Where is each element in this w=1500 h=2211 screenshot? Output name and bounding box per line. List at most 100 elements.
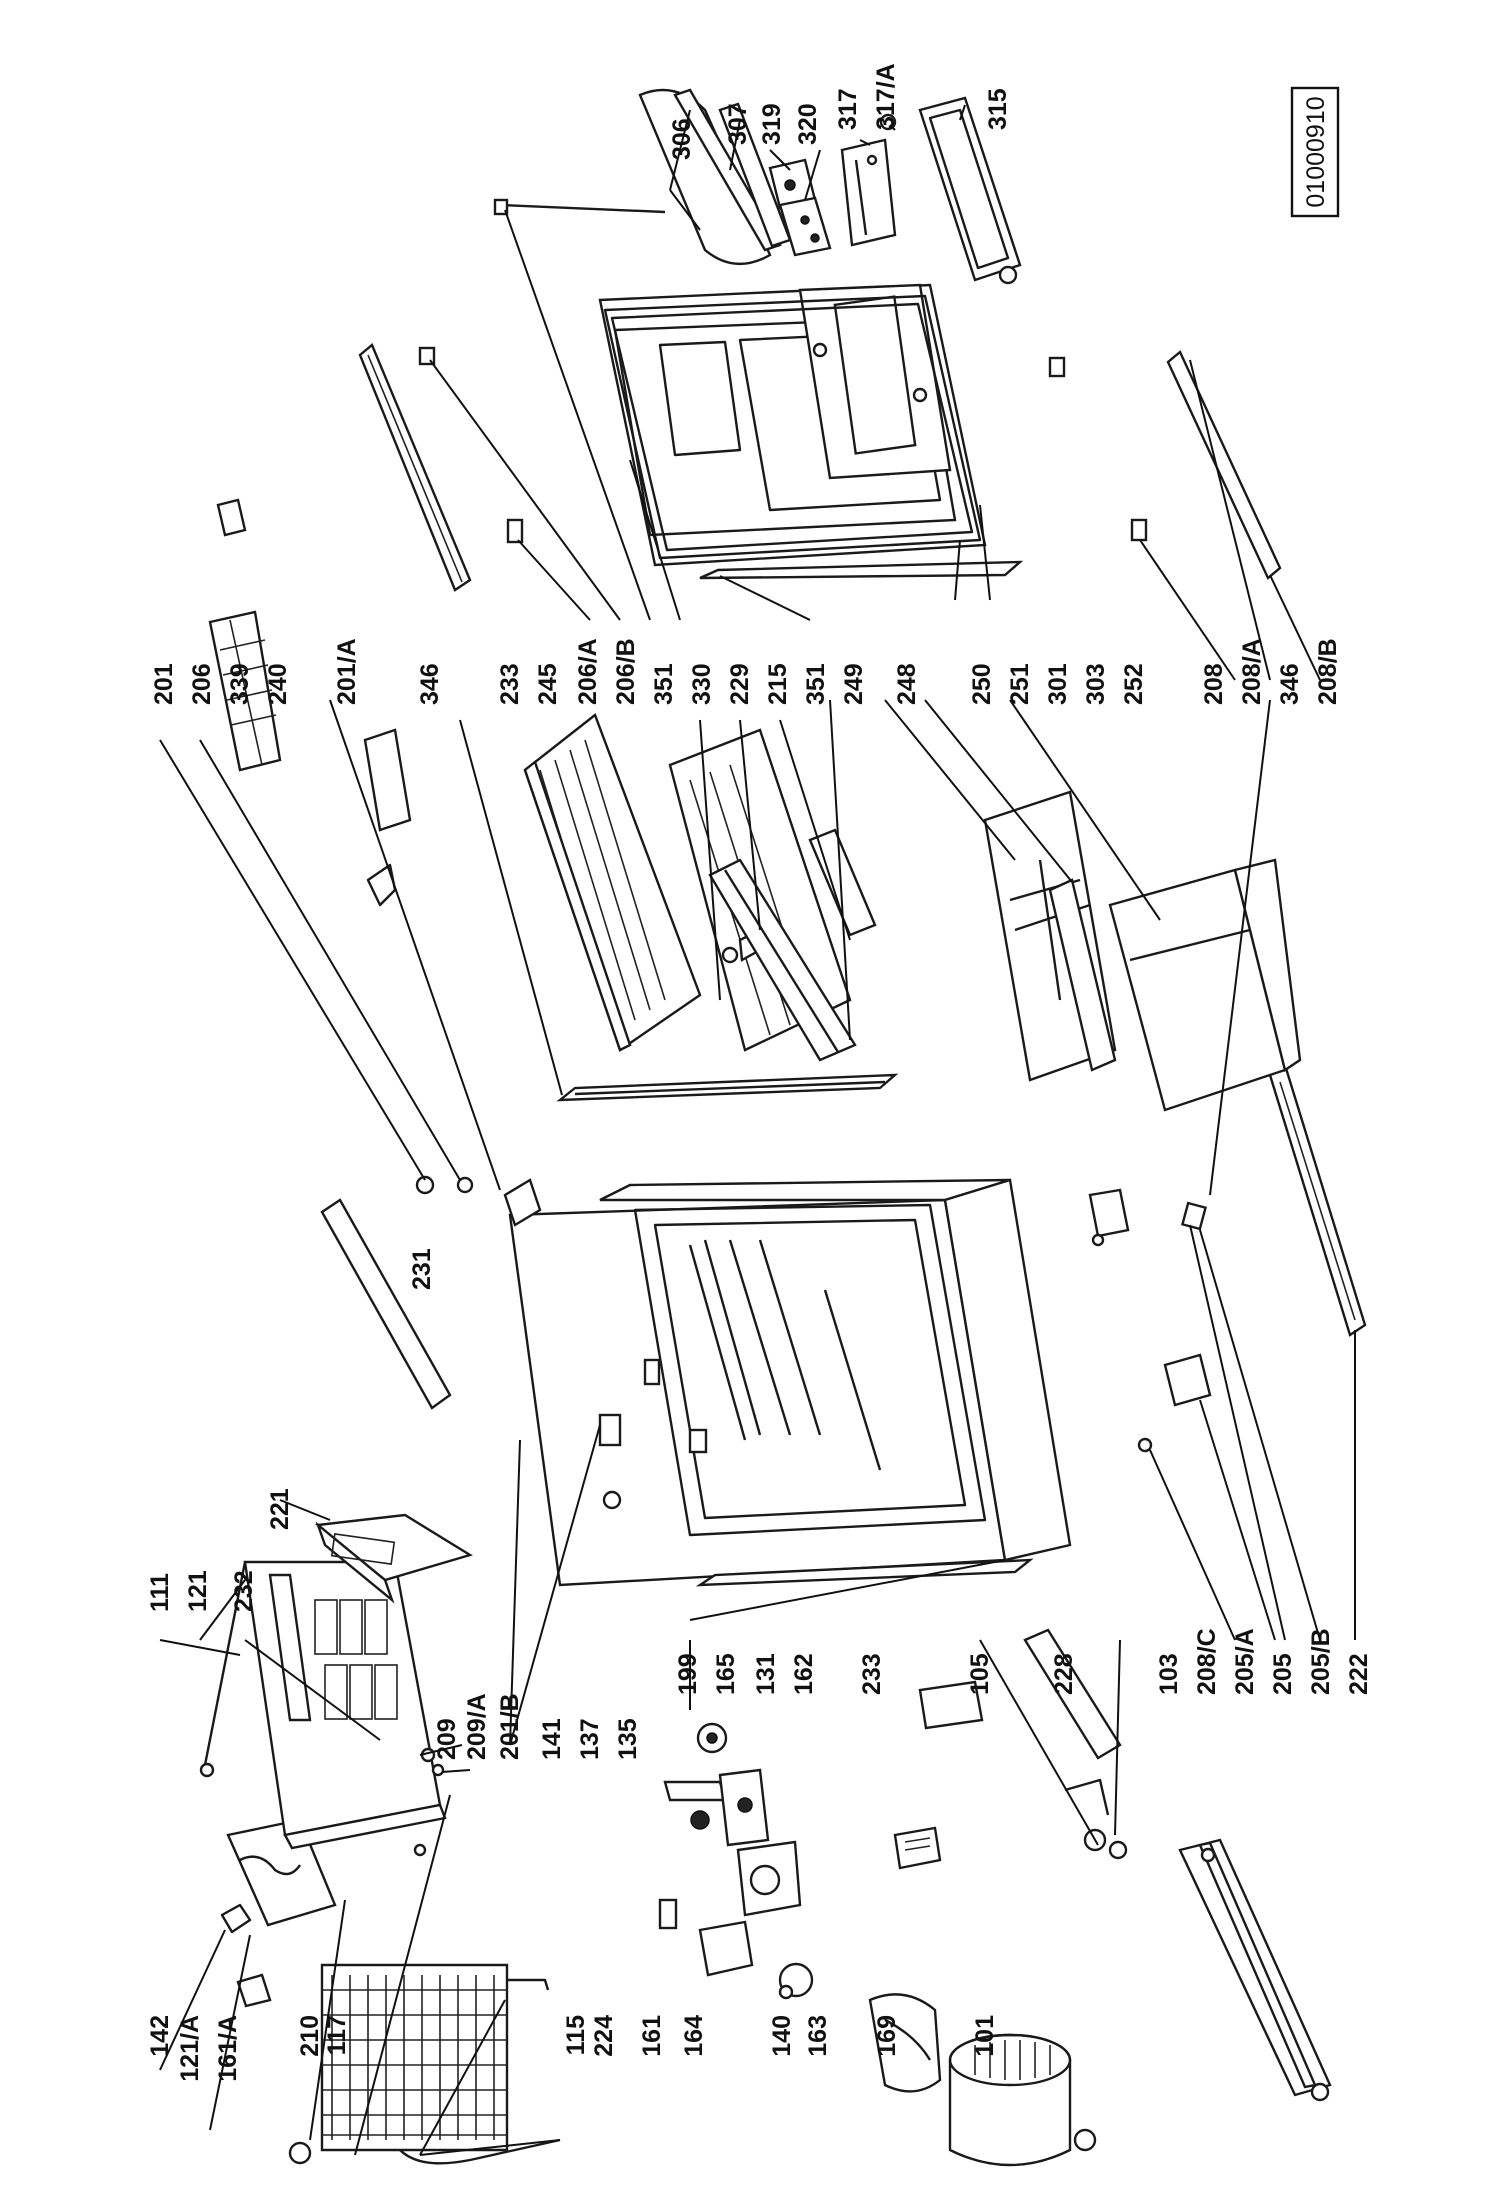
label-319: 319 xyxy=(758,103,786,145)
crisper-drawer-252 xyxy=(1108,858,1302,1112)
base-rail xyxy=(1178,1838,1332,2102)
label-240: 240 xyxy=(264,663,292,705)
tray-317 xyxy=(840,138,897,247)
knob-165 xyxy=(696,1722,728,1754)
label-215: 215 xyxy=(764,663,792,705)
label-245: 245 xyxy=(534,663,562,705)
bracket-161a xyxy=(236,1973,272,2008)
label-233-lower: 233 xyxy=(858,1653,886,1695)
label-208b: 208/B xyxy=(1314,638,1342,705)
label-141: 141 xyxy=(538,1718,566,1760)
bar-346-top xyxy=(358,343,472,592)
condenser-coil xyxy=(320,1963,561,2165)
bar-346-bottom xyxy=(1166,350,1282,580)
label-111: 111 xyxy=(146,1573,174,1612)
label-306: 306 xyxy=(668,118,696,160)
label-115: 115 xyxy=(562,2015,590,2055)
label-208: 208 xyxy=(1200,663,1228,705)
label-165: 165 xyxy=(712,1653,740,1695)
freezer-flap xyxy=(315,1513,473,1604)
label-330: 330 xyxy=(688,663,716,705)
label-208a: 208/A xyxy=(1238,638,1266,705)
hinge-pin-208 xyxy=(1048,356,1148,542)
label-135: 135 xyxy=(614,1718,642,1760)
label-346-lower: 346 xyxy=(1276,663,1304,705)
label-169: 169 xyxy=(873,2015,901,2057)
label-201: 201 xyxy=(150,663,178,705)
label-351-lower: 351 xyxy=(802,663,830,705)
label-131: 131 xyxy=(752,1653,780,1695)
label-121: 121 xyxy=(184,1570,212,1612)
label-164: 164 xyxy=(680,2015,708,2057)
cabinet-body-199 xyxy=(508,1178,1072,1587)
label-121a: 121/A xyxy=(176,2015,204,2082)
label-199: 199 xyxy=(674,1653,702,1695)
drawing-reference-number: 01000910 xyxy=(1302,96,1330,207)
door-gasket-301 xyxy=(603,294,982,560)
label-201a: 201/A xyxy=(333,638,361,705)
label-229: 229 xyxy=(726,663,754,705)
hinge-pin-206a xyxy=(506,518,524,544)
label-317a: 317/A xyxy=(872,63,900,130)
bar-231 xyxy=(320,1198,452,1410)
label-221: 221 xyxy=(266,1488,294,1530)
fan-cover-169 xyxy=(868,1993,942,2093)
switch-141 xyxy=(658,1898,678,1930)
screw-317a xyxy=(866,113,897,166)
label-206a: 206/A xyxy=(574,638,602,705)
bar-228 xyxy=(1023,1628,1122,1760)
housing-162 xyxy=(736,1840,802,1917)
door-bar-351-top xyxy=(493,198,666,216)
label-142: 142 xyxy=(146,2015,174,2057)
butter-lid-306 xyxy=(638,88,782,266)
label-224: 224 xyxy=(590,2015,618,2057)
label-346-upper: 346 xyxy=(416,663,444,705)
compressor-101 xyxy=(948,2033,1097,2167)
back-panel-plate xyxy=(226,1818,337,1927)
bar-222 xyxy=(1268,1063,1367,1337)
label-206b: 206/B xyxy=(612,638,640,705)
label-117: 117 xyxy=(323,2015,351,2055)
socket-164 xyxy=(698,1920,754,1977)
label-320: 320 xyxy=(794,103,822,145)
label-252: 252 xyxy=(1120,663,1148,705)
bracket-105 xyxy=(893,1680,1128,1870)
evaporator-box xyxy=(199,1560,447,1850)
hinge-201 xyxy=(366,863,542,1227)
label-351-upper: 351 xyxy=(650,663,678,705)
label-251: 251 xyxy=(1006,663,1034,705)
label-339: 339 xyxy=(226,663,254,705)
label-205a: 205/A xyxy=(1231,1628,1259,1695)
label-250: 250 xyxy=(968,663,996,705)
shelf-frame-248 xyxy=(708,828,877,1062)
label-233-upper: 233 xyxy=(496,663,524,705)
label-248: 248 xyxy=(893,663,921,705)
label-161a: 161/A xyxy=(214,2015,242,2082)
plug-210 xyxy=(288,2141,312,2165)
relay-131 xyxy=(718,1768,770,1847)
knob-163 xyxy=(778,1962,814,2000)
door-bin-315 xyxy=(918,96,1022,285)
label-137: 137 xyxy=(576,1718,604,1760)
label-222: 222 xyxy=(1345,1653,1373,1695)
door-bar-351-bottom xyxy=(699,560,1024,580)
scraper-part xyxy=(363,728,412,832)
part-339 xyxy=(216,498,247,537)
label-208c: 208/C xyxy=(1193,1628,1221,1695)
hinge-205 xyxy=(1088,1188,1212,1453)
label-206: 206 xyxy=(188,663,216,705)
label-140: 140 xyxy=(768,2015,796,2057)
part-labels: 142 121/A 161/A 210 117 115 224 161 164 … xyxy=(146,63,1373,2081)
glass-shelf-245 xyxy=(523,713,702,1052)
label-303: 303 xyxy=(1082,663,1110,705)
label-307: 307 xyxy=(724,103,752,145)
label-228: 228 xyxy=(1050,1653,1078,1695)
thermostat-135 xyxy=(663,1780,727,1830)
label-301: 301 xyxy=(1044,663,1072,705)
label-317: 317 xyxy=(834,88,862,130)
strip-233-bottom xyxy=(695,1558,1034,1587)
door-panel-330 xyxy=(598,283,987,567)
label-232: 232 xyxy=(230,1570,258,1612)
label-205b: 205/B xyxy=(1307,1628,1335,1695)
strip-233-top xyxy=(556,1073,899,1102)
